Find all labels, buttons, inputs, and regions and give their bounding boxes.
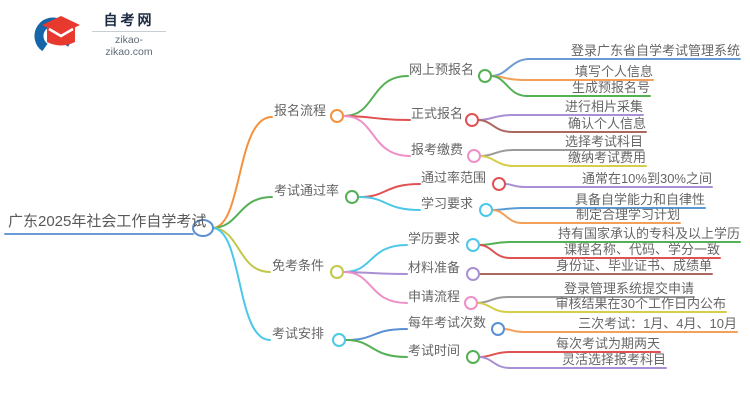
leaf-node[interactable]: 填写个人信息 [574, 64, 653, 79]
leaf-node[interactable]: 审核结果在30个工作日内公布 [555, 296, 726, 311]
child-3-1-node[interactable]: 考试时间 [408, 343, 461, 358]
logo-domain: zikao-zikao.com [105, 34, 153, 58]
child-3-0-handle[interactable] [491, 322, 505, 336]
branch-3-node[interactable]: 考试安排 [272, 326, 325, 341]
child-0-1-handle[interactable] [465, 113, 479, 127]
leaf-node[interactable]: 每次考试为期两天 [555, 336, 660, 351]
leaf-node[interactable]: 课程名称、代码、学分一致 [563, 242, 720, 257]
child-3-0-node[interactable]: 每年考试次数 [408, 315, 487, 330]
leaf-node[interactable]: 生成预报名号 [571, 80, 650, 95]
leaf-node[interactable]: 灵活选择报考科目 [561, 352, 666, 367]
child-2-2-node[interactable]: 申请流程 [408, 289, 461, 304]
child-0-2-node[interactable]: 报考缴费 [411, 142, 464, 157]
leaf-node[interactable]: 具备自学能力和自律性 [574, 192, 705, 207]
branch-0-node[interactable]: 报名流程 [274, 103, 327, 118]
child-1-1-node[interactable]: 学习要求 [421, 196, 474, 211]
leaf-node[interactable]: 身份证、毕业证书、成绩单 [555, 258, 712, 273]
leaf-node[interactable]: 缴纳考试费用 [567, 150, 646, 165]
leaf-node[interactable]: 登录管理系统提交申请 [563, 281, 694, 296]
child-1-1-handle[interactable] [479, 203, 493, 217]
site-logo[interactable]: 自考网 zikao-zikao.com [34, 12, 166, 58]
branch-1-handle[interactable] [345, 190, 359, 204]
branch-2-node[interactable]: 免考条件 [272, 258, 325, 273]
leaf-node[interactable]: 通常在10%到30%之间 [581, 171, 712, 186]
root-node-handle[interactable] [192, 219, 214, 237]
leaf-node[interactable]: 登录广东省自学考试管理系统 [570, 43, 740, 58]
leaf-node[interactable]: 持有国家承认的专科及以上学历 [557, 226, 740, 241]
leaf-node[interactable]: 进行相片采集 [564, 99, 643, 114]
leaf-node[interactable]: 选择考试科目 [564, 134, 643, 149]
branch-0-handle[interactable] [330, 109, 344, 123]
branch-3-handle[interactable] [332, 333, 346, 347]
logo-divider [92, 31, 166, 32]
child-0-0-node[interactable]: 网上预报名 [409, 62, 475, 77]
child-2-2-handle[interactable] [464, 296, 478, 310]
child-2-1-handle[interactable] [466, 267, 480, 281]
child-1-0-node[interactable]: 通过率范围 [421, 170, 487, 185]
root-node[interactable]: 广东2025年社会工作自学考试 [8, 213, 207, 230]
child-2-0-handle[interactable] [466, 238, 480, 252]
child-1-0-handle[interactable] [492, 177, 506, 191]
leaf-node[interactable]: 三次考试：1月、4月、10月 [578, 316, 737, 331]
child-0-1-node[interactable]: 正式报名 [411, 106, 464, 121]
child-0-0-handle[interactable] [478, 69, 492, 83]
child-2-1-node[interactable]: 材料准备 [408, 260, 461, 275]
branch-1-node[interactable]: 考试通过率 [274, 183, 340, 198]
child-3-1-handle[interactable] [466, 350, 480, 364]
child-2-0-node[interactable]: 学历要求 [408, 231, 461, 246]
leaf-node[interactable]: 确认个人信息 [567, 116, 646, 131]
logo-title: 自考网 [103, 12, 155, 28]
child-0-2-handle[interactable] [467, 149, 481, 163]
leaf-node[interactable]: 制定合理学习计划 [575, 207, 680, 222]
graduation-cap-icon [34, 16, 80, 55]
branch-2-handle[interactable] [330, 265, 344, 279]
